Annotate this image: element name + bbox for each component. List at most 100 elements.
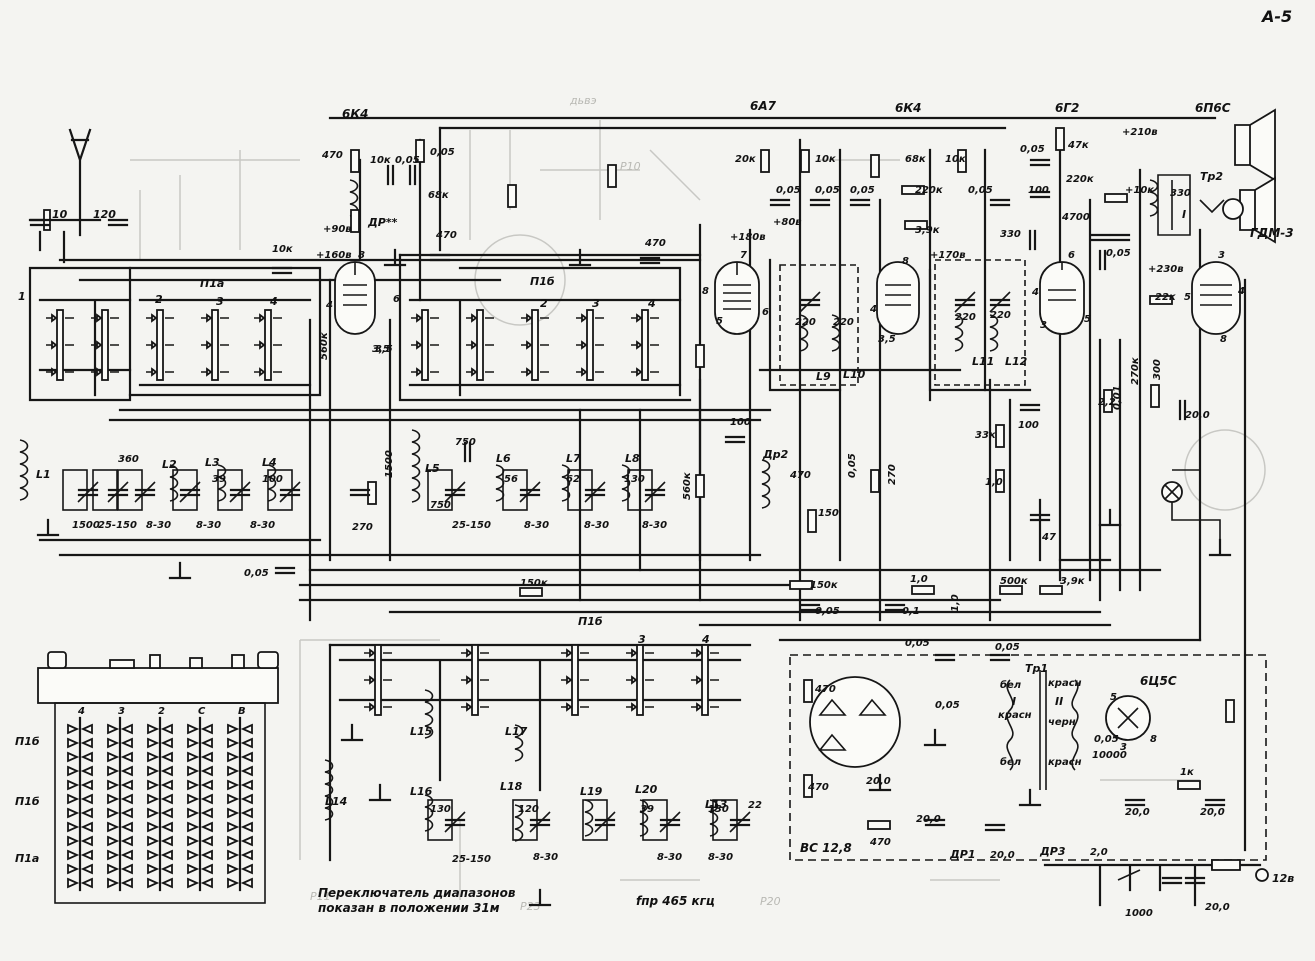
contact-arrow <box>80 751 93 763</box>
value-label: 270к <box>1130 357 1141 385</box>
pin-label: 4 <box>1237 286 1245 297</box>
contact-arrow <box>200 807 213 819</box>
contact-arrow <box>566 675 573 685</box>
contact-arrow <box>200 779 213 791</box>
value-label: 8-30 <box>708 852 733 863</box>
value-label: 470 <box>814 684 836 695</box>
choke-label: ДР** <box>367 216 398 229</box>
contact-arrow <box>581 340 588 350</box>
value-label: 1,0 <box>910 574 928 585</box>
value-label: 0,05 <box>1094 734 1119 745</box>
coil-label: L10 <box>843 368 866 381</box>
if-transformers <box>779 259 1267 861</box>
contact-arrow <box>187 765 200 777</box>
switch-wafer <box>571 644 579 716</box>
switch-wafer <box>421 309 429 381</box>
capacitor <box>884 603 906 612</box>
value-label: +230в <box>1148 264 1184 275</box>
switch-wafer <box>211 309 219 381</box>
contact-arrow <box>120 793 133 805</box>
value-label: 1500 <box>384 450 395 478</box>
value-label: 470 <box>869 837 891 848</box>
coil-winding <box>267 464 277 502</box>
panel-col-label: 2 <box>158 706 165 717</box>
switch-wafer <box>156 309 164 381</box>
coil-label: L5 <box>425 462 440 475</box>
switch-number: 1 <box>18 290 26 303</box>
value-label: 220 <box>795 317 816 328</box>
trimmer-arrow <box>729 811 751 833</box>
coil-label: L13 <box>705 798 728 811</box>
tuning-capacitor <box>627 469 653 511</box>
contact-arrow <box>240 793 253 805</box>
resistor <box>911 585 935 595</box>
coil-label: L3 <box>205 456 220 469</box>
switch-wafer <box>701 644 709 716</box>
resistor <box>867 820 891 830</box>
value-label: 470 <box>644 238 666 249</box>
panel-col-label: 3 <box>118 706 125 717</box>
contact-arrow <box>200 723 213 735</box>
value-label: 20,0 <box>1205 902 1230 913</box>
tube-6k4-rf <box>334 261 376 335</box>
contact-arrow <box>160 765 173 777</box>
contact-arrow <box>120 821 133 833</box>
capacitor <box>724 435 746 444</box>
contact-arrow <box>259 340 266 350</box>
resistor <box>999 585 1023 595</box>
capacitor <box>639 256 661 265</box>
resistor <box>415 139 425 163</box>
contact-arrow <box>160 835 173 847</box>
tuning-capacitor <box>502 469 528 511</box>
capacitor <box>386 164 395 186</box>
switch-caption: Переключатель диапазонов <box>318 886 516 900</box>
value-label: 220 <box>990 310 1011 321</box>
resistor <box>1055 127 1065 151</box>
switch-number: 3 <box>638 633 646 646</box>
value-label: +210в <box>1122 127 1158 138</box>
contact-arrow <box>696 648 703 658</box>
trimmer-arrow <box>954 291 976 313</box>
capacitor <box>934 653 956 662</box>
pin-label: 8 <box>1150 734 1157 745</box>
tuning-capacitor <box>582 799 608 841</box>
value-label: +10к <box>1125 185 1154 196</box>
contact-arrow <box>471 313 478 323</box>
contact-arrow <box>107 849 120 861</box>
capacitor <box>809 198 831 207</box>
capacitor <box>29 218 51 227</box>
value-label: 8-30 <box>533 852 558 863</box>
pin-label: 5 <box>716 316 723 327</box>
contact-arrow <box>187 877 200 889</box>
coil-winding <box>709 799 719 837</box>
panel-col-label: В <box>238 706 246 717</box>
contact-arrow <box>259 313 266 323</box>
pin-label: 8 <box>902 256 909 267</box>
tuning-capacitor <box>92 469 118 511</box>
trimmer-arrow <box>799 291 821 313</box>
capacitor <box>799 603 821 612</box>
capacitor <box>984 823 1006 832</box>
contact-arrow <box>160 849 173 861</box>
contact-arrow <box>96 313 103 323</box>
capacitor <box>1019 403 1041 412</box>
pin-label: 3,5 <box>878 334 896 345</box>
value-label: +90в <box>323 224 352 235</box>
sheet-tag: А-5 <box>1260 7 1292 26</box>
contact-arrow <box>107 723 120 735</box>
tuning-capacitor <box>712 799 738 841</box>
value-label: 0,05 <box>935 700 960 711</box>
contact-arrow <box>147 863 160 875</box>
tube-6g2-detector <box>1039 261 1085 335</box>
contact-arrow <box>107 877 120 889</box>
pin-label: 8 <box>702 286 709 297</box>
resistor <box>1150 384 1160 408</box>
contact-arrow <box>80 863 93 875</box>
tube-6a7-mixer <box>714 261 760 335</box>
pin-label: 6 <box>762 307 769 318</box>
trimmer-arrow <box>529 811 551 833</box>
contact-arrow <box>631 648 638 658</box>
coil-winding <box>514 804 524 842</box>
contact-arrow <box>696 675 703 685</box>
value-label: +170в <box>930 250 966 261</box>
